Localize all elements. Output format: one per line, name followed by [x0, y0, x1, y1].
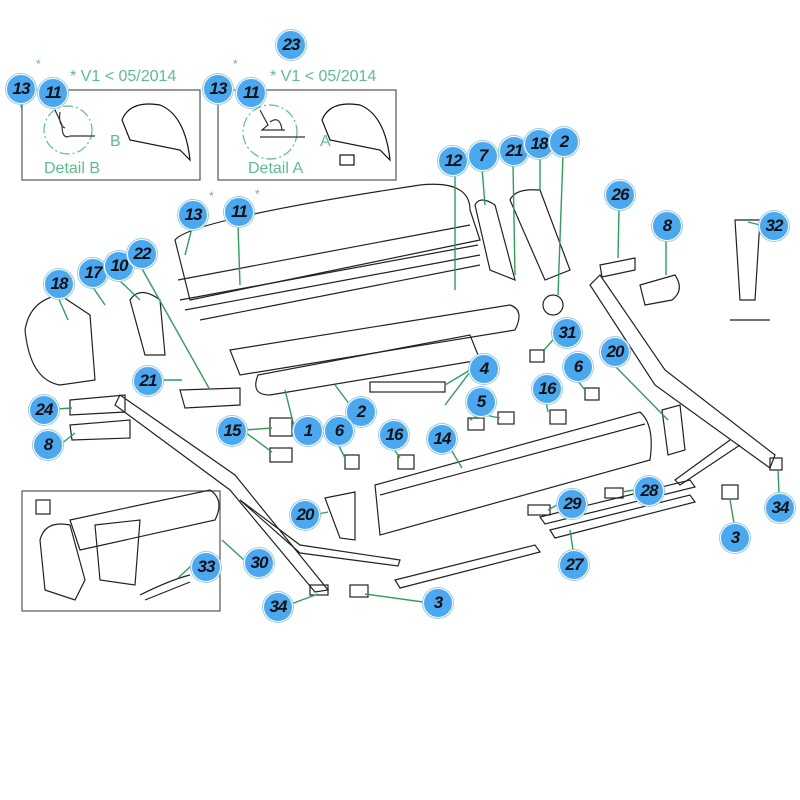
- part-badge[interactable]: 28: [634, 476, 664, 506]
- roller-tube: [255, 334, 481, 396]
- part-badge[interactable]: 21: [499, 136, 529, 166]
- awning-cover: [174, 183, 481, 301]
- part-badge[interactable]: 31: [552, 318, 582, 348]
- part-badge[interactable]: 3: [720, 523, 750, 553]
- end-cap-left: [24, 294, 96, 386]
- part-badge[interactable]: 8: [652, 211, 682, 241]
- part-badge[interactable]: 29: [557, 489, 587, 519]
- detail-box-a: [217, 89, 397, 181]
- detail-label-a: Detail A: [248, 160, 304, 177]
- part-badge[interactable]: 7: [468, 141, 498, 171]
- part-badge[interactable]: 15: [217, 416, 247, 446]
- version-note-b: * V1 < 05/2014: [70, 68, 177, 85]
- detail-label-b: Detail B: [44, 160, 101, 177]
- part-badge[interactable]: 5: [466, 387, 496, 417]
- asterisk: *: [209, 189, 214, 203]
- part-badge[interactable]: 32: [759, 211, 789, 241]
- part-badge[interactable]: 20: [600, 337, 630, 367]
- part-badge[interactable]: 16: [379, 420, 409, 450]
- part-badge[interactable]: 14: [427, 424, 457, 454]
- part-badge[interactable]: 11: [38, 78, 68, 108]
- part-badge[interactable]: 11: [236, 78, 266, 108]
- part-badge[interactable]: 12: [438, 146, 468, 176]
- part-badge[interactable]: 26: [605, 180, 635, 210]
- part-badge[interactable]: 34: [263, 592, 293, 622]
- part-badge[interactable]: 33: [191, 552, 221, 582]
- part-badge[interactable]: 20: [290, 500, 320, 530]
- right-arm: [589, 274, 776, 469]
- part-badge[interactable]: 27: [559, 550, 589, 580]
- part-badge[interactable]: 13: [203, 74, 233, 104]
- part-badge[interactable]: 16: [532, 374, 562, 404]
- detail-marker-a: A: [320, 133, 331, 150]
- part-badge[interactable]: 34: [765, 493, 795, 523]
- front-bar: [374, 411, 652, 536]
- part-badge[interactable]: 2: [549, 127, 579, 157]
- part-badge[interactable]: 6: [563, 352, 593, 382]
- part-badge[interactable]: 6: [324, 416, 354, 446]
- part-badge[interactable]: 18: [524, 129, 554, 159]
- part-badge[interactable]: 1: [293, 416, 323, 446]
- left-arm: [114, 394, 330, 593]
- part-badge[interactable]: 30: [244, 548, 274, 578]
- part-badge[interactable]: 4: [469, 354, 499, 384]
- part-badge[interactable]: 22: [127, 239, 157, 269]
- asterisk: *: [233, 57, 238, 71]
- part-badge[interactable]: 13: [6, 74, 36, 104]
- part-badge[interactable]: 21: [133, 366, 163, 396]
- fabric-tube: [229, 304, 520, 376]
- detail-box-b: [21, 89, 201, 181]
- detail-marker-b: B: [110, 133, 121, 150]
- part-badge[interactable]: 24: [29, 395, 59, 425]
- part-badge[interactable]: 13: [178, 200, 208, 230]
- motor-inset-box: [21, 490, 221, 612]
- asterisk: *: [255, 187, 260, 201]
- part-badge[interactable]: 11: [224, 197, 254, 227]
- part-badge[interactable]: 18: [44, 269, 74, 299]
- version-note-a: * V1 < 05/2014: [270, 68, 377, 85]
- part-badge[interactable]: 3: [423, 588, 453, 618]
- part-badge[interactable]: 8: [33, 430, 63, 460]
- asterisk: *: [36, 57, 41, 71]
- part-badge[interactable]: 23: [276, 30, 306, 60]
